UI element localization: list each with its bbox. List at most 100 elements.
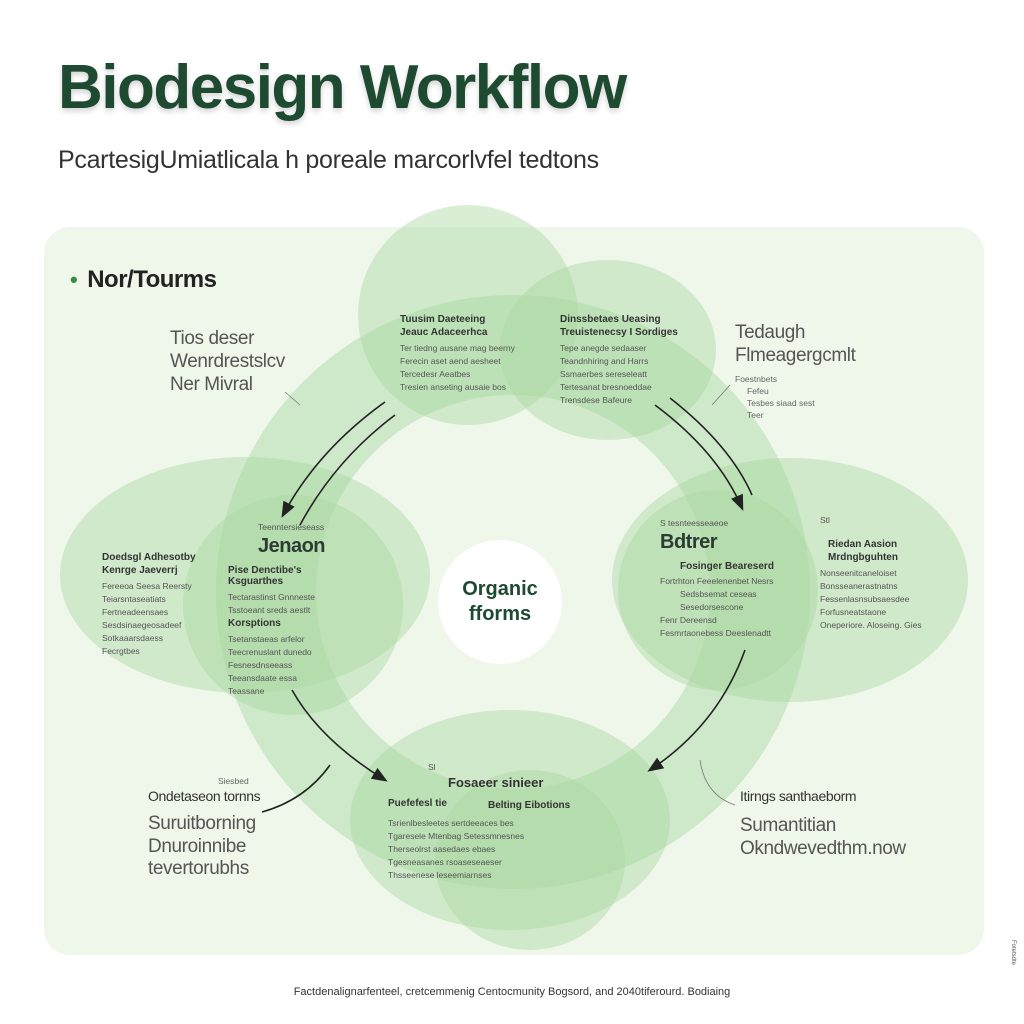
page-title: Biodesign Workflow	[58, 53, 627, 122]
node-top-left-text: Tuusim Daeteeing Jeauc Adaceerhca Ter ti…	[400, 314, 540, 395]
node-item: Trensdese Bafeure	[560, 394, 632, 405]
annotation-line: Wenrdrestslcv	[170, 350, 285, 372]
annotation-line: Sumantitian	[740, 814, 836, 836]
node-item: Forfusneatstaone	[820, 606, 887, 617]
node-far-right-text: Stl Riedan Aasion Mrdngbguhten Nonseenit…	[820, 515, 950, 633]
annotation-bottom-right: Itirngs santhaeborm Sumantitian Okndweve…	[740, 788, 906, 860]
arrow-top-right-2	[669, 397, 753, 496]
node-item: Tertesanat bresnoeddae	[560, 381, 652, 392]
node-item: Ter tiedng ausane mag beerny	[400, 342, 515, 353]
node-heading: Mrdngbguhten	[828, 551, 898, 563]
workflow-ring	[216, 295, 810, 889]
node-item: Ferecin aset aend aesheet	[400, 355, 501, 366]
node-bottom-lower-blob	[435, 770, 625, 950]
annotation-line: Ner Mivral	[170, 373, 253, 395]
annotation-small: Teer	[747, 409, 764, 420]
annotation-small: Fefeu	[747, 385, 769, 396]
node-title: Bdtrer	[660, 531, 718, 554]
node-item: Fortrhton Feeelenenbet Nesrs	[660, 576, 774, 587]
node-item: Tsrienlbesleetes sertdeeaces bes	[388, 817, 514, 828]
node-item: Bonsseanerastnatns	[820, 580, 898, 591]
node-item: Korsptions	[228, 618, 281, 630]
legend-label: Nor/Tourms	[87, 266, 217, 293]
node-item: Tsetanstaeas arfelor	[228, 634, 305, 645]
arrow-top-left	[281, 401, 386, 518]
node-right-inner-blob	[618, 490, 818, 690]
node-item: Teeansdaate essa	[228, 673, 297, 684]
arrow-top-right	[654, 404, 744, 511]
node-item: Tresien anseting ausaie bos	[400, 381, 507, 392]
annotation-line: Suruitborning	[148, 812, 256, 834]
node-top-left-blob	[358, 205, 578, 425]
annotation-line: Okndwevedthm.now	[740, 837, 906, 859]
node-pre: S tesnteesseaeoe	[660, 518, 729, 528]
node-item: Nonseenitcaneloiset	[820, 567, 897, 578]
node-item: Sesedorsescone	[680, 602, 744, 613]
edge-mark: Fotetsdte	[1010, 940, 1016, 966]
arrow-bottom-left	[291, 689, 388, 782]
node-pre: Sl	[428, 762, 436, 772]
node-item: Fesmrtaonebess Deeslenadtt	[660, 628, 772, 639]
node-item: Tectarastinst Gnnneste	[228, 592, 315, 603]
node-heading: Doedsgl Adhesotby	[102, 552, 196, 563]
node-left-text: Teenntersieseass Jenaon Pise Denctibe's …	[228, 522, 358, 699]
node-heading: Tuusim Daeteeing	[400, 314, 486, 325]
node-item: Tsstoeant sreds aestlt	[228, 605, 311, 616]
node-heading: Kenrge Jaeverrj	[102, 564, 178, 576]
annotation-line: tevertorubhs	[148, 858, 249, 880]
node-heading: Treuistenecsy I Sordiges	[560, 326, 678, 338]
node-item: Tgaresele Mtenbag Setessmnesnes	[388, 830, 525, 841]
node-bottom-text: Sl Fosaeer sinieer Puefefesl tie Belting…	[388, 762, 638, 883]
annotation-small: Foestnbets	[735, 373, 778, 384]
arrow-right	[647, 649, 746, 772]
center-label-line2: fforms	[468, 603, 532, 625]
node-item: Tercedesr Aeatbes	[400, 368, 471, 379]
node-far-left-text: Doedsgl Adhesotby Kenrge Jaeverrj Fereeo…	[102, 552, 212, 659]
node-bottom-blob	[350, 710, 670, 930]
node-heading: Puefefesl tie	[388, 798, 447, 810]
node-title: Jenaon	[258, 535, 326, 558]
footer-text: Factdenalignarfenteel, cretcemmenig Cent…	[293, 986, 731, 998]
node-left-blob	[60, 457, 430, 693]
annotation-small: Tesbes siaad sest	[747, 397, 815, 408]
node-right-text: S tesnteesseaeoe Bdtrer Fosinger Bearese…	[660, 518, 800, 641]
annotation-small: Siesbed	[218, 776, 249, 786]
node-top-right-text: Dinssbetaes Ueasing Treuistenecsy I Sord…	[560, 314, 690, 408]
arrow-top-left-2	[299, 414, 396, 526]
annotation-line: Dnuroinnibe	[148, 835, 247, 857]
node-heading: Jeauc Adaceerhca	[400, 326, 488, 338]
node-heading: Belting Eibotions	[488, 800, 571, 812]
node-item: Tepe anegde sedaaser	[560, 342, 647, 353]
node-heading: Dinssbetaes Ueasing	[560, 314, 661, 325]
leader-top-left	[284, 391, 301, 406]
node-item: Ssmaerbes sereseleatt	[560, 368, 647, 379]
annotation-line: Tios deser	[170, 328, 254, 349]
node-item: Tgesneasanes rsoaseseaeser	[388, 856, 502, 867]
node-item: Teecrenuslant dunedo	[228, 647, 312, 658]
leader-bottom-right	[699, 759, 736, 806]
legend-dot: •	[70, 267, 78, 292]
annotation-heading: Itirngs santhaeborm	[740, 788, 857, 804]
annotation-top-right: Tedaugh Flmeagergcmlt Foestnbets Fefeu T…	[735, 322, 856, 422]
node-item: Therseolrst aasedaes ebaes	[388, 843, 496, 854]
node-item: Oneperiore. Aloseing. Gies	[820, 619, 922, 630]
node-heading: Riedan Aasion	[828, 539, 898, 551]
node-right-blob	[612, 458, 968, 702]
annotation-line: Flmeagergcmlt	[735, 344, 856, 366]
node-item: Sesdsinaegeosadeef	[102, 619, 182, 630]
node-item: Sotkaaarsdaess	[102, 632, 163, 643]
node-heading: Pise Denctibe's Ksguarthes	[228, 564, 302, 588]
node-item: Fessenlasnsubsaesdee	[820, 593, 910, 604]
node-item: Fertneadeensaes	[102, 606, 169, 617]
page-subtitle: PcartesigUmiatlicala h poreale marcorlvf…	[58, 146, 599, 174]
legend: • Nor/Tourms	[70, 266, 217, 294]
center-node: Organic fforms	[438, 540, 562, 664]
annotation-top-left: Tios deser Wenrdrestslcv Ner Mivral	[170, 328, 285, 396]
node-item: Teassane	[228, 686, 265, 697]
leader-top-right	[711, 384, 731, 406]
node-item: Fereeoa Seesa Reersty	[102, 580, 192, 591]
node-item: Teandnhiring and Harrs	[560, 355, 649, 366]
node-title: Fosaeer sinieer	[448, 775, 544, 791]
node-item: Fenr Dereensd	[660, 615, 717, 626]
